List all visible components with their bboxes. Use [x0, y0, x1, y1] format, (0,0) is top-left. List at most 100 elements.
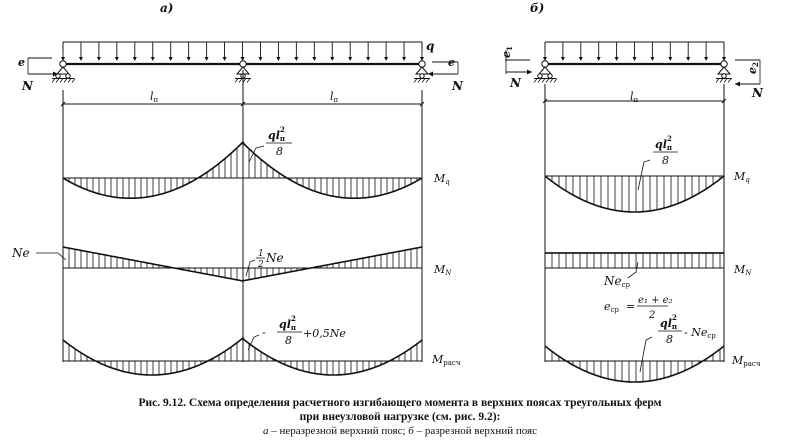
- load-arrowhead: [384, 57, 389, 61]
- load-arrowhead: [132, 57, 137, 61]
- ecc-e-left: e: [18, 56, 25, 69]
- load-arrowhead: [276, 57, 281, 61]
- ground-hatch: [63, 78, 68, 83]
- roller-icon: [721, 73, 727, 79]
- ground-hatch: [719, 78, 724, 83]
- ground-hatch: [533, 78, 538, 83]
- caption-line-3: а – неразрезной верхний пояс; б – разрез…: [263, 425, 537, 437]
- svg-text:Ne: Ne: [265, 251, 284, 265]
- load-arrowhead: [632, 57, 637, 61]
- load-arrowhead: [650, 57, 655, 61]
- svg-text:1: 1: [258, 249, 264, 259]
- span-label-1: lп: [150, 90, 159, 104]
- ground-hatch: [55, 78, 60, 83]
- ground-hatch: [541, 78, 546, 83]
- ecc-e-right: e: [448, 56, 455, 69]
- load-arrowhead: [258, 57, 263, 61]
- ground-hatch: [51, 78, 56, 83]
- force-n-left-b: N: [509, 76, 522, 90]
- mr-label-b: Mрасч: [731, 354, 761, 368]
- svg-text:-: -: [262, 326, 266, 339]
- panel-a-label: а): [160, 1, 173, 15]
- roller-icon: [419, 73, 425, 79]
- svg-text:2: 2: [257, 260, 264, 270]
- load-arrowhead: [294, 57, 299, 61]
- ground-hatch: [537, 78, 542, 83]
- load-arrowhead: [614, 57, 619, 61]
- ground-hatch: [413, 78, 418, 83]
- force-arrowhead: [428, 71, 433, 77]
- ground-hatch: [549, 78, 554, 83]
- span-label-b: lп: [630, 90, 639, 104]
- load-arrowhead: [722, 57, 726, 61]
- svg-text:e₁ + e₂: e₁ + e₂: [638, 295, 673, 306]
- ground-hatch: [425, 78, 430, 83]
- support-icon: [537, 66, 553, 75]
- ground-hatch: [71, 78, 76, 83]
- mn-label-a: MN: [433, 263, 452, 277]
- load-arrowhead: [543, 57, 547, 61]
- load-arrowhead: [168, 57, 173, 61]
- force-arrowhead: [527, 69, 532, 75]
- roller-icon: [547, 73, 553, 79]
- force-n-left: N: [21, 79, 34, 93]
- load-arrowhead: [96, 57, 101, 61]
- load-arrowhead: [402, 57, 407, 61]
- ground-hatch: [727, 78, 732, 83]
- ecc-e1-label: e1: [500, 46, 514, 58]
- load-q-label: q: [426, 39, 434, 53]
- roller-icon: [537, 73, 543, 79]
- force-arrowhead: [53, 71, 58, 77]
- load-arrowhead: [420, 57, 424, 61]
- ground-hatch: [234, 78, 239, 83]
- combined-moment-label-a: - qlп2 8 +0,5Ne: [247, 314, 346, 351]
- ground-hatch: [545, 78, 550, 83]
- peak-moment-label-a: qlп2 8: [248, 125, 292, 163]
- moment-design-b-curve: [544, 345, 725, 383]
- ground-hatch: [715, 78, 720, 83]
- ground-hatch: [421, 78, 426, 83]
- load-arrowhead: [686, 57, 691, 61]
- ne-left-label: Ne: [11, 246, 30, 260]
- force-n-right-b: N: [751, 86, 764, 100]
- load-arrowhead: [366, 57, 371, 61]
- load-arrowhead: [312, 57, 317, 61]
- load-arrowhead: [222, 57, 227, 61]
- peak-moment-label-b: qlп2 8: [637, 134, 678, 191]
- roller-icon: [65, 73, 71, 79]
- mq-label-b: Mq: [733, 170, 750, 184]
- load-arrowhead: [78, 57, 83, 61]
- ecc-e2-label: e2: [746, 62, 760, 74]
- ground-hatch: [67, 78, 72, 83]
- load-arrowhead: [330, 57, 335, 61]
- svg-text:=: =: [626, 300, 635, 313]
- svg-text:2: 2: [648, 310, 655, 321]
- caption-line-1: Рис. 9.12. Схема определения расчетного …: [138, 397, 662, 409]
- half-ne-label: 1 2 Ne: [245, 249, 284, 277]
- ground-hatch: [553, 78, 558, 83]
- load-arrowhead: [668, 57, 673, 61]
- svg-text:qlп2: qlп2: [279, 314, 296, 332]
- svg-text:+0,5Ne: +0,5Ne: [303, 327, 346, 340]
- moment-q-b-curve: [544, 175, 725, 213]
- load-arrowhead: [240, 57, 245, 61]
- ground-hatch: [238, 78, 243, 83]
- necp-label: Neср: [603, 274, 631, 289]
- svg-text:8: 8: [662, 154, 669, 167]
- mq-label-a: Mq: [433, 172, 450, 186]
- geometry: [27, 41, 761, 383]
- load-arrowhead: [560, 57, 565, 61]
- support-icon: [716, 66, 732, 75]
- svg-text:eср: eср: [604, 300, 619, 314]
- load-arrowhead: [596, 57, 601, 61]
- svg-text:8: 8: [276, 145, 283, 158]
- load-arrowhead: [704, 57, 709, 61]
- moment-n-a-curve: [62, 246, 423, 282]
- load-arrowhead: [150, 57, 155, 61]
- load-arrowhead: [578, 57, 583, 61]
- support-icon: [414, 66, 430, 75]
- ecp-formula: eср = e₁ + e₂ 2: [604, 295, 673, 321]
- ground-hatch: [246, 78, 251, 83]
- ground-hatch: [723, 78, 728, 83]
